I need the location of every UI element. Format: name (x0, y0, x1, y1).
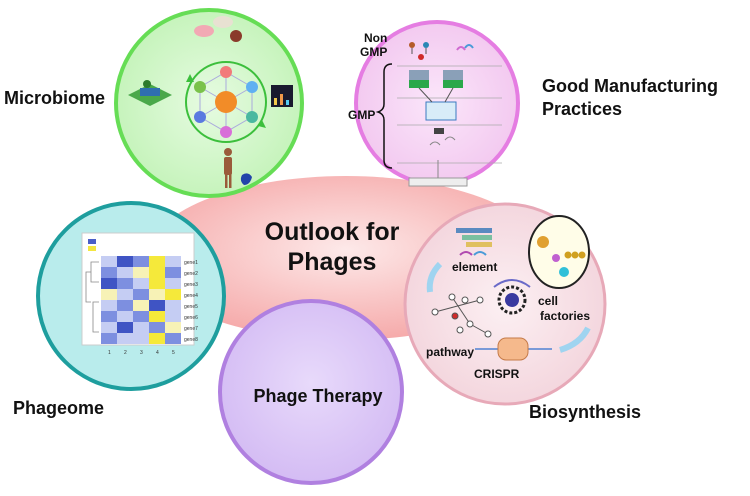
chicken-icon (230, 30, 242, 42)
heatmap-col-label: 4 (156, 350, 159, 356)
heatmap-cell (165, 289, 181, 300)
heatmap-cell (149, 256, 165, 267)
heatmap-legend-icon (88, 239, 96, 244)
non-gmp-label-line1: Non (364, 31, 387, 45)
phage-gear-icon (493, 279, 531, 315)
heatmap-row-label: gene8 (184, 337, 198, 343)
center-title-line2: Phages (288, 248, 377, 276)
heatmap-cell (149, 289, 165, 300)
cell-label-line1: cell (538, 294, 558, 308)
heatmap-cell (133, 322, 149, 333)
heatmap-cell (101, 267, 117, 278)
heatmap-cell (117, 300, 133, 311)
heatmap-col-label: 5 (172, 350, 175, 356)
therapy-label: Phage Therapy (253, 386, 382, 406)
heatmap-cell (133, 333, 149, 344)
crispr-icon (475, 337, 552, 361)
heatmap-cell (165, 311, 181, 322)
heatmap-cell (117, 311, 133, 322)
element-label: element (452, 260, 497, 274)
heatmap-col-label: 3 (140, 350, 143, 356)
biosynthesis-label: Biosynthesis (529, 402, 642, 422)
heatmap-cell (117, 333, 133, 344)
pathway-icon (431, 293, 492, 338)
heatmap-cell (133, 311, 149, 322)
heatmap-row-label: gene2 (184, 271, 198, 277)
pathway-label: pathway (426, 345, 474, 359)
heatmap-col-label: 2 (124, 350, 127, 356)
heatmap-cell (117, 256, 133, 267)
heatmap-cell (165, 322, 181, 333)
center-title-line1: Outlook for (265, 218, 400, 246)
heatmap-cell (149, 311, 165, 322)
heatmap-cell (133, 300, 149, 311)
arrow-icon (426, 261, 443, 293)
arrow-icon (559, 326, 591, 353)
therapy-circle (218, 299, 404, 485)
heatmap-row-label: gene7 (184, 326, 198, 332)
landscape-icon (128, 80, 172, 106)
network-icon (185, 61, 267, 143)
heatmap-cell (149, 278, 165, 289)
heatmap-cell (117, 322, 133, 333)
microbiome-label: Microbiome (4, 88, 106, 108)
heatmap-cell (101, 256, 117, 267)
cell-factory-icon (528, 215, 590, 289)
heatmap-cell (149, 300, 165, 311)
heatmap-cell (165, 333, 181, 344)
heatmap-cell (165, 256, 181, 267)
heatmap-row-label: gene4 (184, 293, 198, 299)
heatmap-cell (133, 267, 149, 278)
heatmap-cell (117, 267, 133, 278)
heatmap-cell (133, 289, 149, 300)
heatmap-cell (101, 278, 117, 289)
heatmap-cell (101, 333, 117, 344)
gmp-label-line1: Good Manufacturing (542, 76, 718, 96)
element-icon (456, 228, 492, 256)
biosynthesis-circle (403, 202, 607, 406)
heatmap-cell (101, 300, 117, 311)
heatmap-cell (101, 289, 117, 300)
heatmap: gene1 gene2 gene3 gene4 gene5 gene6 gene7 gene8… (85, 256, 198, 356)
phageome-label: Phageome (13, 398, 105, 418)
heatmap-row-label: gene5 (184, 304, 198, 310)
heatmap-cell (165, 278, 181, 289)
human-icon (224, 148, 232, 188)
gmp-circle (354, 20, 520, 187)
microbiome-circle (114, 8, 304, 198)
crispr-label: CRISPR (474, 367, 520, 381)
gmp-inner-label: GMP (348, 108, 375, 122)
non-gmp-label-line2: GMP (360, 45, 387, 59)
heatmap-cell (117, 289, 133, 300)
heatmap-cell (133, 256, 149, 267)
heatmap-cell (133, 278, 149, 289)
phageome-circle: gene1 gene2 gene3 gene4 gene5 gene6 gene7 gene8… (36, 201, 226, 391)
process-blocks (408, 70, 468, 187)
heatmap-row-label: gene3 (184, 282, 198, 288)
heatmap-cell (165, 300, 181, 311)
phage-icons (409, 42, 474, 60)
heatmap-row-label: gene1 (184, 260, 198, 266)
heatmap-cell (117, 278, 133, 289)
heatmap-cell (149, 322, 165, 333)
gmp-label-line2: Practices (542, 99, 623, 119)
cell-label-line2: factories (540, 309, 590, 323)
pig-icon (194, 25, 214, 37)
heatmap-cell (149, 333, 165, 344)
heatmap-cell (101, 322, 117, 333)
organ-icon (240, 173, 252, 185)
heatmap-cell (101, 311, 117, 322)
heatmap-row-label: gene6 (184, 315, 198, 321)
heatmap-col-label: 1 (108, 350, 111, 356)
heatmap-cell (149, 267, 165, 278)
dendrogram (85, 261, 99, 333)
heatmap-cell (165, 267, 181, 278)
gmp-bracket (375, 63, 393, 169)
sheep-icon (213, 16, 233, 28)
